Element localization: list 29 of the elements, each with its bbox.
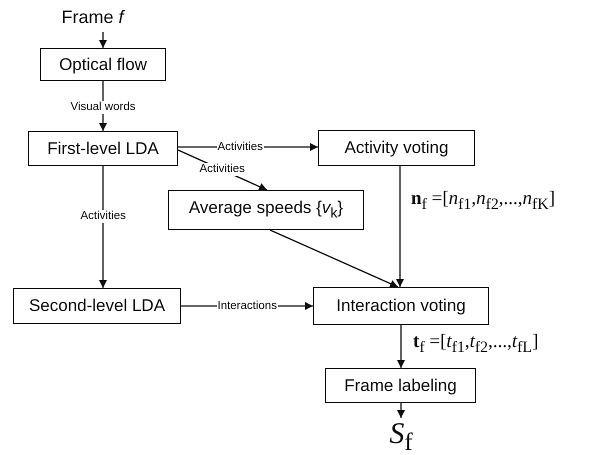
arrow [270, 229, 398, 288]
arrow [99, 166, 107, 288]
process-box [325, 368, 476, 403]
input-label: Frame f [61, 6, 124, 28]
box-label: First-level LDA [47, 138, 159, 158]
arrow [396, 166, 404, 287]
vector-formula: n$_{f}$ =[n$_{f1}$,n$_{f2}$,...,n$_{fK}$] [410, 188, 556, 215]
edge-label: Activities [80, 210, 127, 222]
box-label: Optical flow [59, 54, 147, 74]
process-box [313, 287, 489, 325]
edge-label: Activities [198, 162, 246, 176]
process-box [40, 48, 166, 81]
arrow [397, 403, 405, 418]
process-box [13, 288, 181, 324]
box-label: Average speeds {v$_{k}$} [188, 198, 344, 222]
edge-label: Activities [216, 140, 264, 154]
arrow [99, 32, 107, 48]
edge-label: Visual words [70, 100, 136, 114]
box-label: Interaction voting [336, 296, 466, 316]
edge-label: Interactions [216, 300, 278, 312]
box-label: Frame labeling [344, 376, 457, 396]
box-label: Second-level LDA [28, 296, 166, 316]
box-label: Activity voting [344, 138, 448, 158]
process-box [168, 190, 364, 230]
process-box [28, 131, 178, 166]
output-symbol: S$_{f}$ [389, 416, 413, 455]
process-box [318, 130, 475, 166]
vector-formula: t$_{f}$ =[t$_{f1}$,t$_{f2}$,...,t$_{fL}$] [412, 331, 540, 358]
arrow [397, 325, 405, 368]
